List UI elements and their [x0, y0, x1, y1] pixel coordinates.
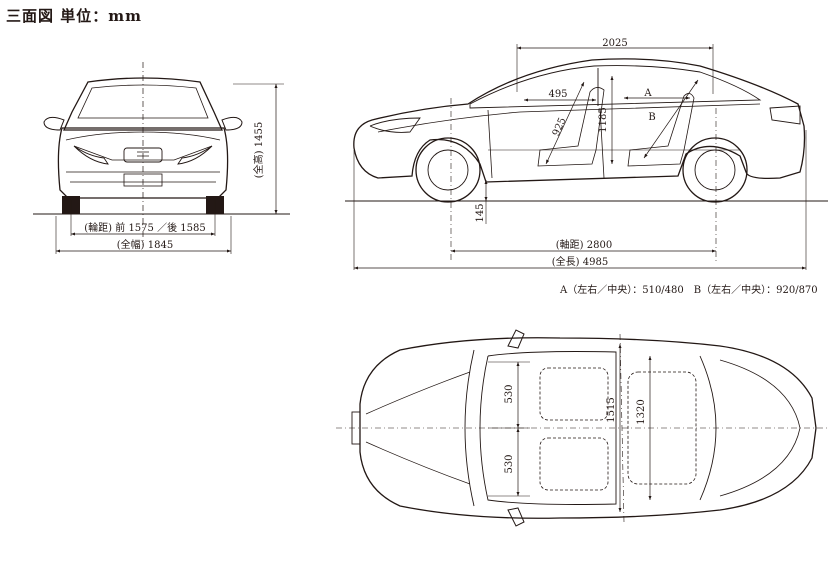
seat-dimension-note: A（左右／中央）：510/480 B（左右／中央）：920/870	[560, 285, 818, 296]
top-interior-width-front-label: 1515	[606, 397, 617, 422]
side-label-b: B	[648, 112, 655, 123]
side-top-span-label: 2025	[602, 38, 627, 49]
side-view	[345, 44, 828, 270]
top-front-seat-label: 530	[504, 384, 515, 403]
front-view	[33, 62, 290, 254]
side-length-label: (全長) 4985	[552, 255, 608, 268]
top-rear-seat-label: 530	[504, 454, 515, 473]
page-title: 三面図 単位：mm	[6, 7, 142, 25]
top-view	[336, 329, 828, 527]
side-wheelbase-label: (軸距) 2800	[556, 238, 612, 251]
front-tread-label: (輪距) 前 1575 ／後 1585	[84, 221, 205, 234]
side-interior-height-label: 1185	[598, 107, 609, 132]
side-seat-height-label: 925	[551, 116, 569, 138]
top-interior-width-rear-label: 1320	[636, 399, 647, 424]
side-ground-clearance-label: 145	[475, 203, 486, 222]
side-label-a: A	[643, 88, 652, 99]
front-height-label: (全高) 1455	[252, 122, 265, 178]
side-legroom-label: 495	[548, 89, 567, 100]
front-width-label: (全幅) 1845	[117, 238, 173, 251]
